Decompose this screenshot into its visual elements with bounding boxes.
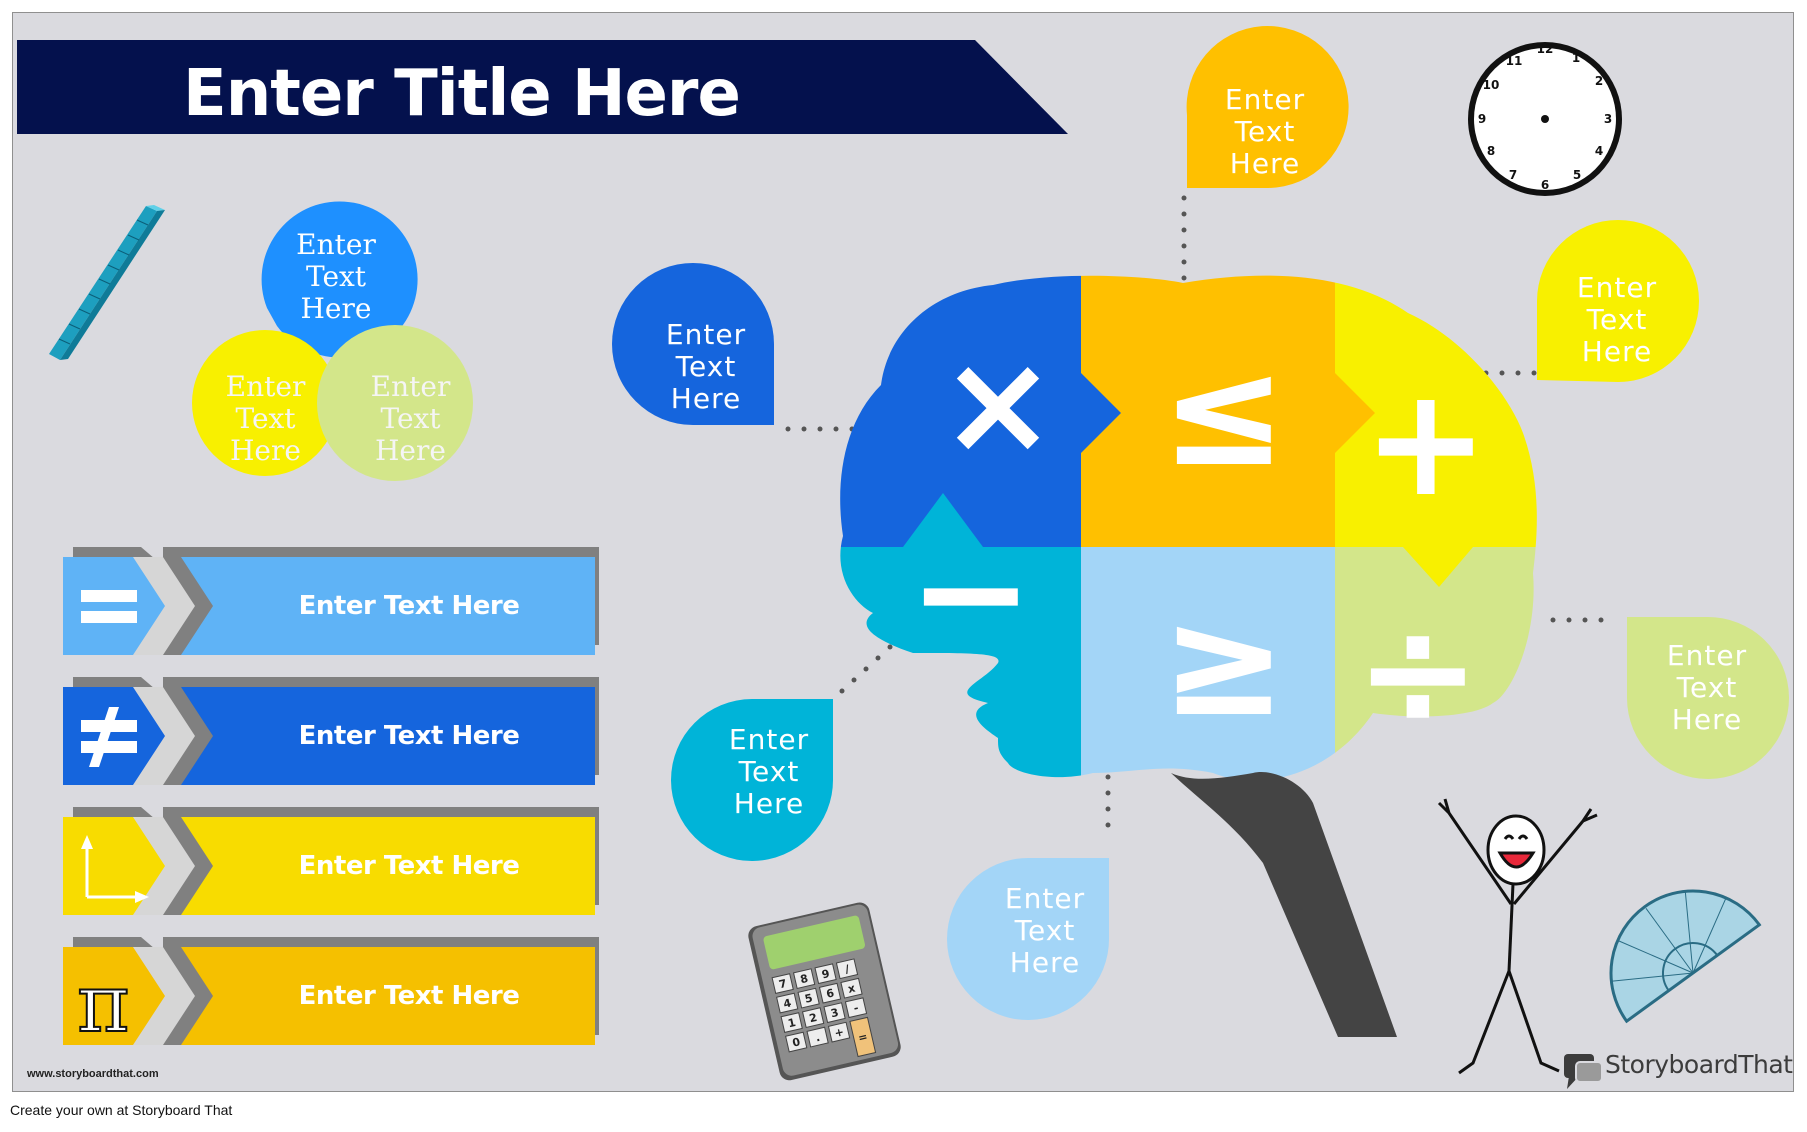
bar-1	[63, 547, 599, 655]
svg-text:+: +	[833, 1025, 845, 1040]
svg-text:10: 10	[1483, 78, 1500, 92]
svg-text:9: 9	[1478, 112, 1486, 126]
cyan-bubble-text[interactable]: Enter Text Here	[728, 723, 810, 820]
bar-2-label[interactable]: Enter Text Here	[298, 721, 520, 751]
svg-text:7: 7	[1509, 168, 1517, 182]
blue-bubble-left	[612, 263, 774, 425]
svg-text:3: 3	[829, 1006, 839, 1020]
svg-text:0: 0	[791, 1035, 802, 1049]
svg-text:-: -	[852, 1001, 859, 1015]
bar-3-label[interactable]: Enter Text Here	[298, 851, 520, 881]
svg-text:2: 2	[808, 1011, 818, 1025]
bar-3	[63, 807, 599, 915]
svg-text:7: 7	[778, 977, 788, 991]
svg-text:8: 8	[799, 972, 809, 986]
svg-text:=: =	[857, 1030, 869, 1045]
svg-text:2: 2	[1595, 74, 1603, 88]
bar-2	[63, 677, 599, 785]
venn-top-text[interactable]: Enter Text Here	[296, 228, 376, 325]
light-blue-bubble-bottom	[947, 858, 1110, 1020]
venn-bubble-left	[192, 330, 338, 476]
svg-text:5: 5	[1573, 168, 1581, 182]
ruler-cubes-icon	[49, 205, 165, 360]
bar-4-label[interactable]: Enter Text Here	[298, 981, 520, 1011]
storyboardthat-logo-icon	[1564, 1054, 1603, 1089]
plus-symbol: +	[1363, 356, 1489, 530]
svg-text:4: 4	[782, 996, 793, 1010]
divide-symbol: ÷	[1355, 586, 1481, 760]
greater-equal-symbol: ≥	[1161, 576, 1287, 750]
venn-bubble-top	[261, 201, 418, 358]
equals-icon	[81, 590, 137, 623]
footer-link[interactable]: Create your own at Storyboard That	[10, 1102, 233, 1118]
times-symbol: ×	[939, 323, 1057, 486]
svg-text:8: 8	[1487, 144, 1495, 158]
minus-symbol: −	[908, 506, 1034, 680]
not-equal-icon	[81, 707, 137, 767]
yellow-bubble-right-text[interactable]: Enter Text Here	[1576, 271, 1658, 368]
svg-text:6: 6	[825, 986, 836, 1000]
venn-left-text[interactable]: Enter Text Here	[225, 370, 306, 467]
storyboardthat-logo-text: StoryboardThat	[1605, 1050, 1793, 1079]
svg-text:.: .	[814, 1031, 821, 1045]
watermark-url: www.storyboardthat.com	[27, 1068, 159, 1080]
orange-bubble-top-text[interactable]: Enter Text Here	[1224, 83, 1306, 180]
bar-4	[63, 937, 599, 1045]
stick-figure-icon	[1437, 798, 1598, 1075]
svg-text:3: 3	[1604, 112, 1612, 126]
bar-1-label[interactable]: Enter Text Here	[298, 591, 520, 621]
green-bubble-right	[1627, 616, 1790, 779]
svg-text:/: /	[844, 962, 852, 976]
less-equal-symbol: ≤	[1161, 326, 1287, 500]
bar-shapes	[63, 547, 599, 1045]
svg-text:12: 12	[1537, 42, 1554, 56]
svg-text:9: 9	[820, 967, 830, 981]
svg-text:x: x	[847, 982, 857, 996]
title-banner	[17, 40, 1068, 134]
cyan-bubble-bottom-left	[671, 699, 834, 861]
green-bubble-right-text[interactable]: Enter Text Here	[1666, 639, 1748, 736]
yellow-bubble-right	[1537, 220, 1699, 382]
venn-bubble-right	[317, 325, 473, 481]
orange-bubble-top	[1186, 26, 1349, 189]
protractor-icon	[1609, 889, 1762, 1024]
axes-icon	[81, 835, 149, 903]
pi-icon: π	[77, 957, 130, 1050]
svg-text:5: 5	[804, 991, 814, 1005]
svg-text:6: 6	[1541, 178, 1549, 192]
blue-bubble-left-text[interactable]: Enter Text Here	[665, 318, 747, 415]
svg-text:11: 11	[1506, 54, 1523, 68]
light-blue-bubble-text[interactable]: Enter Text Here	[1004, 882, 1086, 979]
svg-text:1: 1	[787, 1016, 797, 1030]
venn-right-text[interactable]: Enter Text Here	[370, 370, 451, 467]
svg-text:4: 4	[1595, 144, 1603, 158]
page-title[interactable]: Enter Title Here	[183, 57, 741, 131]
svg-text:1: 1	[1572, 51, 1580, 65]
